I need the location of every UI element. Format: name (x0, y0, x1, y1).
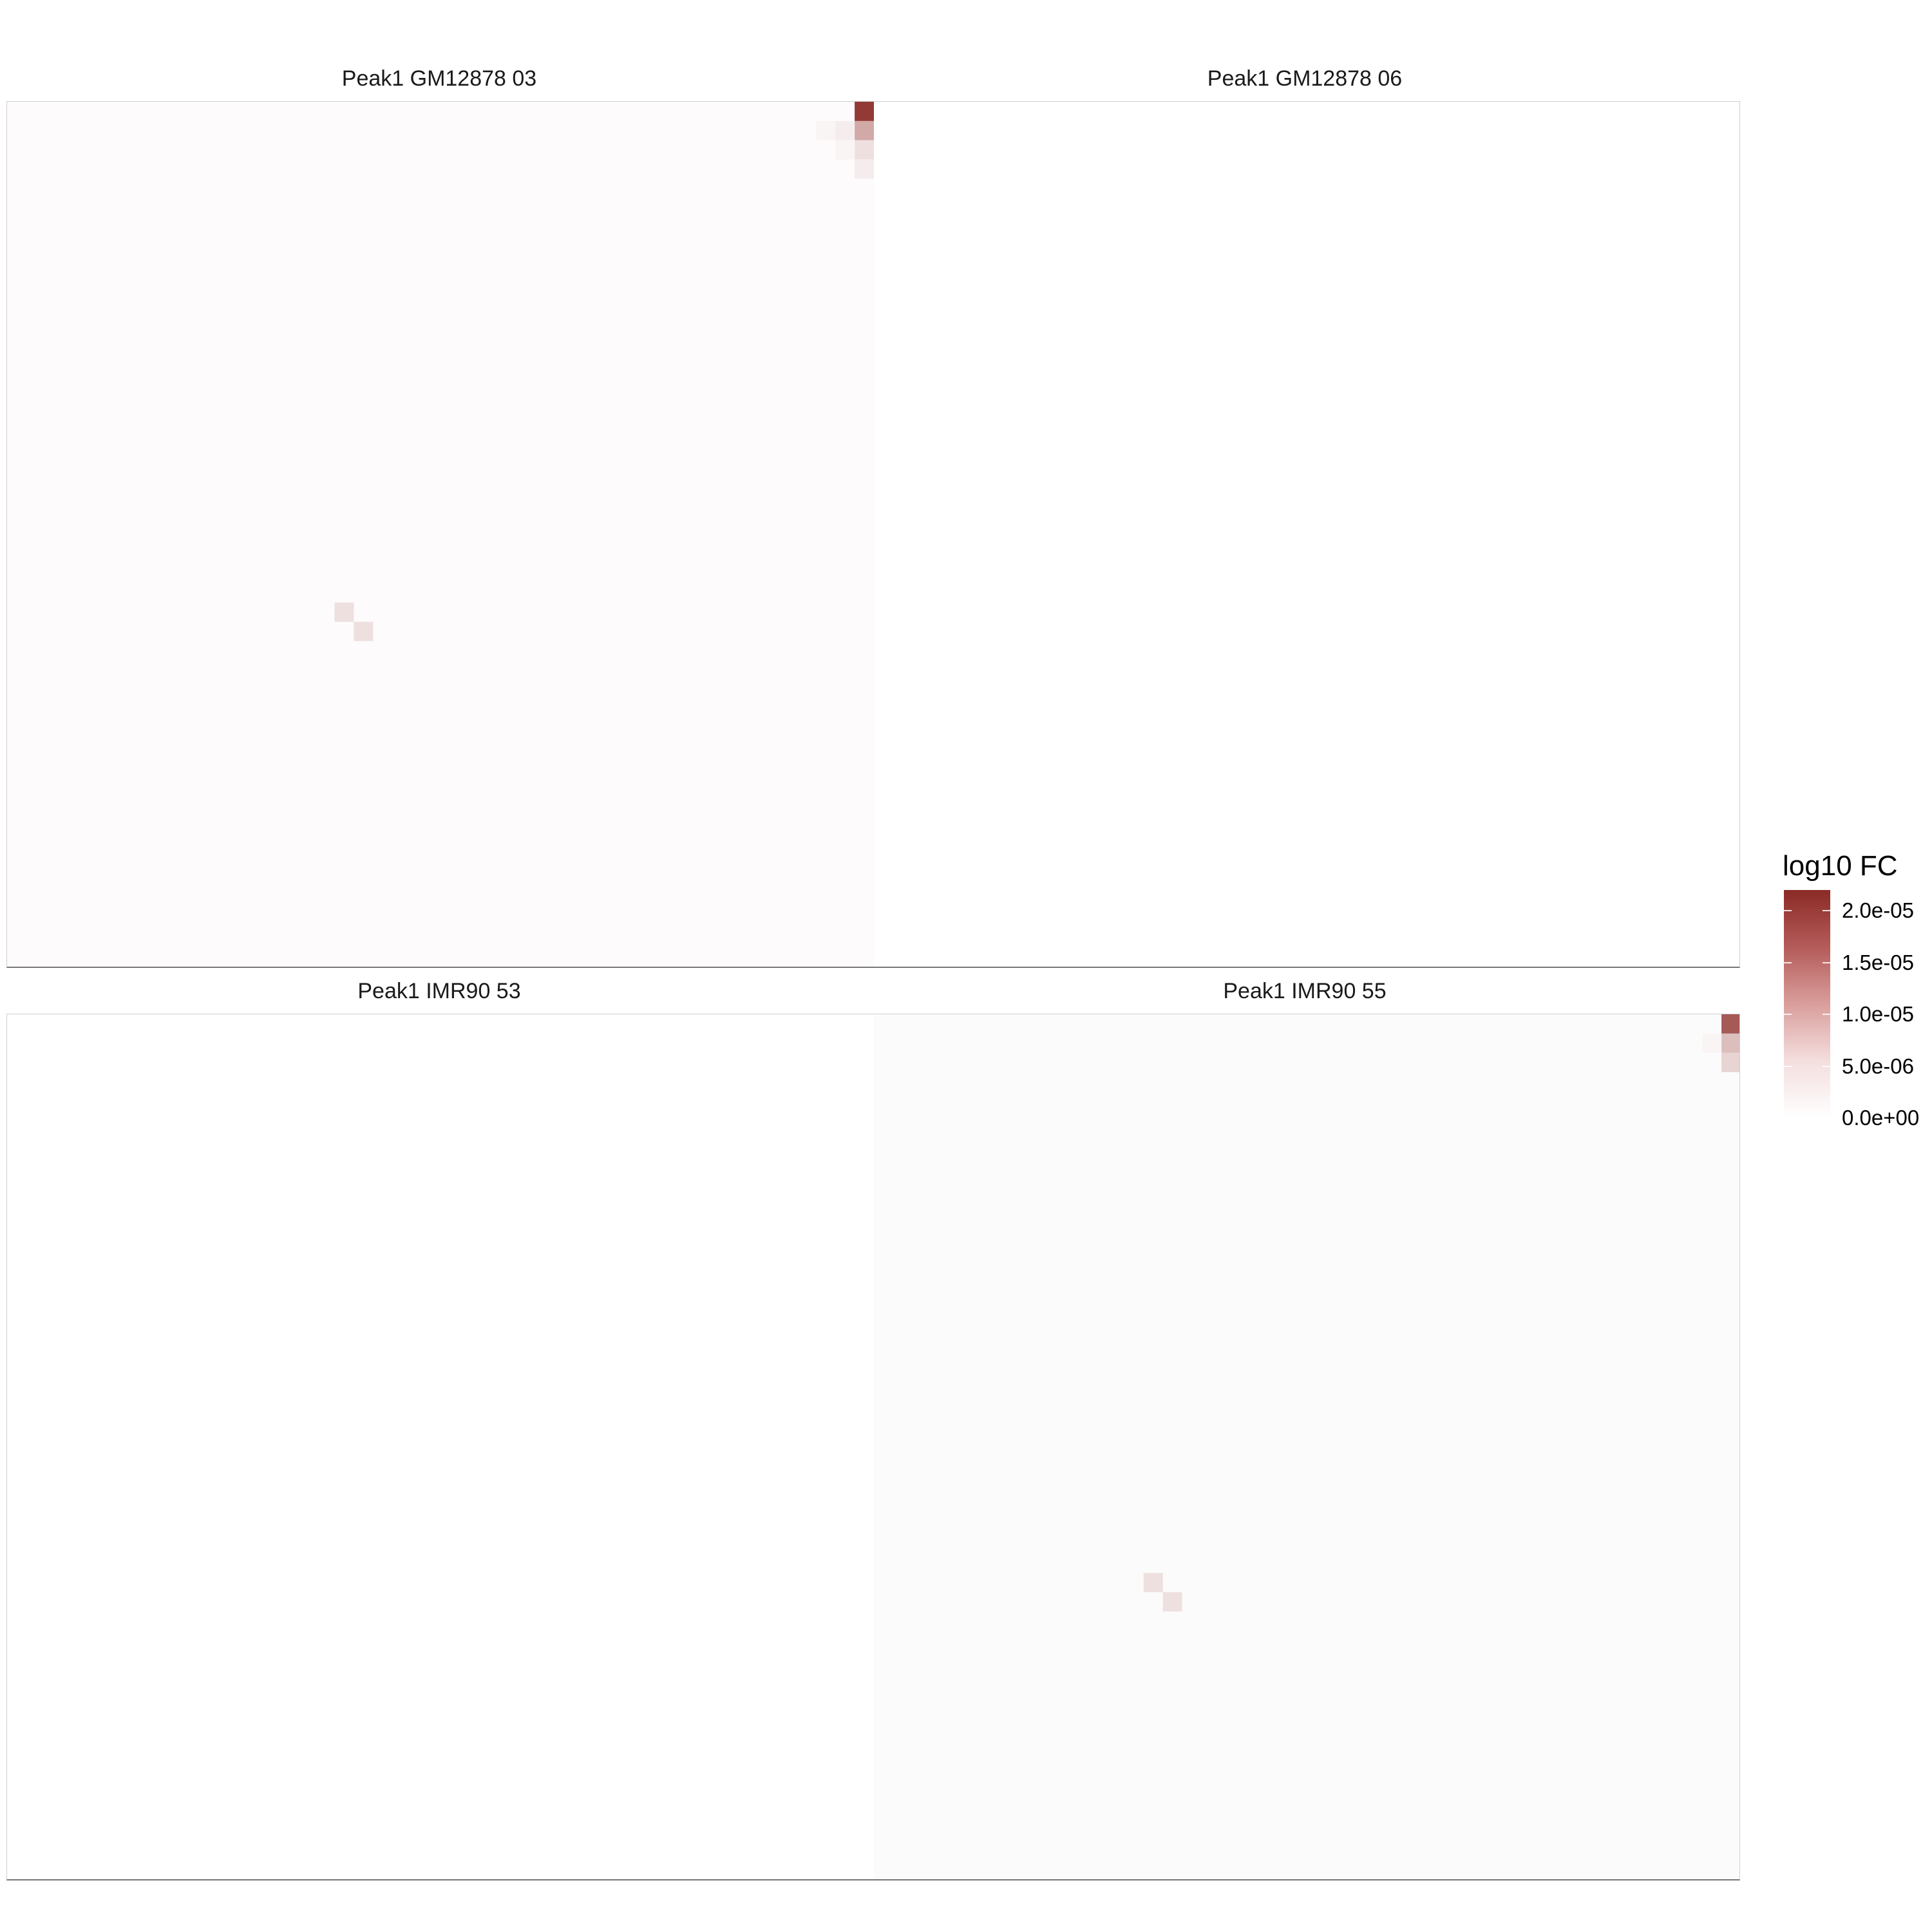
facet-background-2 (7, 1014, 874, 1879)
facet-title-imr90-53: Peak1 IMR90 53 (357, 979, 521, 1003)
legend-tick-mark (1784, 961, 1792, 963)
heatmap-cell (816, 120, 836, 140)
heatmap-cell (334, 602, 354, 622)
legend-tick-label: 1.5e-05 (1842, 950, 1914, 974)
heatmap-cell (855, 140, 874, 160)
heatmap-cell (855, 102, 874, 121)
heatmap-cell (1162, 1592, 1182, 1612)
facet-title-gm12878-06: Peak1 GM12878 06 (1207, 66, 1403, 91)
legend-tick-label: 0.0e+00 (1842, 1106, 1920, 1130)
legend-tick-mark (1823, 1014, 1830, 1016)
facet-background-1 (874, 102, 1739, 967)
heatmap-cell (1143, 1573, 1163, 1593)
legend-tick-mark (1823, 1065, 1830, 1067)
legend-tick-mark (1784, 910, 1792, 912)
legend-title: log10 FC (1783, 850, 1898, 882)
legend-tick-mark (1784, 1014, 1792, 1016)
heatmap-row-bottom (7, 1014, 1739, 1879)
heatmap-cell (835, 120, 855, 140)
heatmap-cell (1721, 1052, 1739, 1072)
legend-tick-mark (1823, 910, 1830, 912)
legend-tick-label: 5.0e-06 (1842, 1054, 1914, 1078)
legend-colorbar (1784, 890, 1830, 1118)
facet-title-gm12878-03: Peak1 GM12878 03 (341, 66, 537, 91)
legend-tick-label: 2.0e-05 (1842, 898, 1914, 923)
facet-background-3 (874, 1014, 1739, 1879)
heatmap-cell (855, 120, 874, 140)
legend-tick-mark (1784, 1117, 1792, 1119)
heatmap-cell (855, 159, 874, 179)
color-legend: log10 FC 2.0e-05 1.5e-05 1.0e-05 5.0e-06 0.0… (1783, 850, 1932, 1133)
facet-background-0 (7, 102, 874, 967)
heatmap-cell (1702, 1033, 1722, 1053)
heatmap-cell (354, 621, 374, 641)
legend-tick-mark (1784, 1065, 1792, 1067)
legend-tick-label: 1.0e-05 (1842, 1002, 1914, 1027)
heatmap-cell (1721, 1014, 1739, 1034)
heatmap-row-top (7, 102, 1739, 967)
heatmap-cell (835, 140, 855, 160)
bottom-facet-row (6, 1014, 1740, 1880)
legend-tick-mark (1823, 961, 1830, 963)
facet-title-imr90-55: Peak1 IMR90 55 (1223, 979, 1387, 1003)
top-facet-row (6, 101, 1740, 968)
heatmap-cell (1721, 1033, 1739, 1053)
legend-tick-mark (1823, 1117, 1830, 1119)
